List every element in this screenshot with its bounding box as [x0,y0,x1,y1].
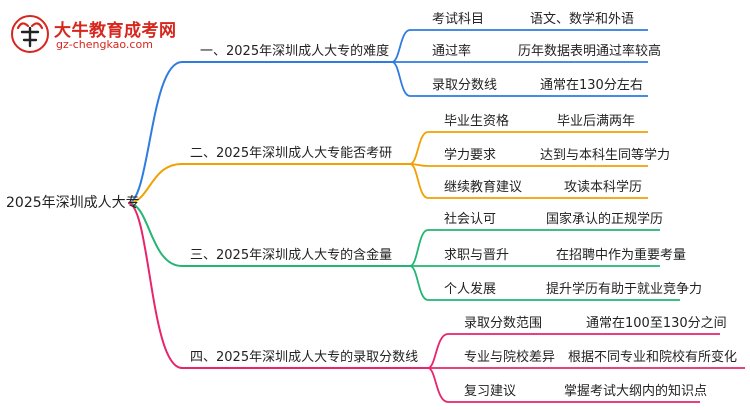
leaf-value: 语文、数学和外语 [530,12,635,27]
leaf-value: 达到与本科生同等学力 [540,148,671,163]
leaf-label: 社会认可 [444,212,497,227]
branch-1-label: 一、2025年深圳成人大专的难度 [200,44,390,59]
branch-connector [127,61,392,204]
leaf-value: 国家承认的正规学历 [546,212,664,227]
bull-logo-icon [11,15,49,53]
leaf-connector [409,229,660,267]
brand-url: gz-chengkao.com [56,38,153,51]
leaf-label: 考试科目 [432,12,485,27]
branch-connector [127,202,428,369]
leaf-connector [391,29,648,63]
brand-logo: 大牛教育成考网 gz-chengkao.com [10,14,180,54]
leaf-label: 毕业生资格 [444,114,510,129]
leaf-label: 专业与院校差异 [464,350,556,365]
root-topic: 2025年深圳成人大专 [6,195,140,211]
leaf-value: 毕业后满两年 [557,114,636,129]
leaf-label: 继续教育建议 [444,180,523,195]
leaf-label: 录取分数范围 [464,316,543,331]
leaf-connector [427,367,700,403]
leaf-connector [409,131,648,165]
branch-3-label: 三、2025年深圳成人大专的含金量 [190,248,393,263]
leaf-value: 根据不同专业和院校有所变化 [568,350,738,365]
leaf-value: 通常在100至130分之间 [586,316,727,331]
leaf-connector [391,61,648,97]
leaf-connector [409,163,648,199]
leaf-value: 掌握考试大纲内的知识点 [564,384,708,399]
branch-4-label: 四、2025年深圳成人大专的录取分数线 [190,350,419,365]
leaf-connector [427,333,720,369]
leaf-label: 求职与晋升 [444,248,510,263]
leaf-value: 通常在130分左右 [540,78,643,93]
leaf-label: 通过率 [432,44,472,59]
leaf-value: 攻读本科学历 [564,180,643,195]
leaf-value: 历年数据表明通过率较高 [518,44,662,59]
brand-name: 大牛教育成考网 [54,21,177,41]
leaf-label: 复习建议 [464,384,517,399]
branch-connector [127,163,410,204]
leaf-value: 在招聘中作为重要考量 [556,248,687,263]
branch-2-label: 二、2025年深圳成人大专能否考研 [190,146,393,161]
leaf-label: 录取分数线 [432,78,498,93]
branch-connector [127,202,410,267]
leaf-label: 学力要求 [444,148,497,163]
leaf-value: 提升学历有助于就业竞争力 [546,282,703,297]
leaf-connector [409,163,648,167]
leaf-label: 个人发展 [444,282,497,297]
leaf-connector [409,265,680,301]
